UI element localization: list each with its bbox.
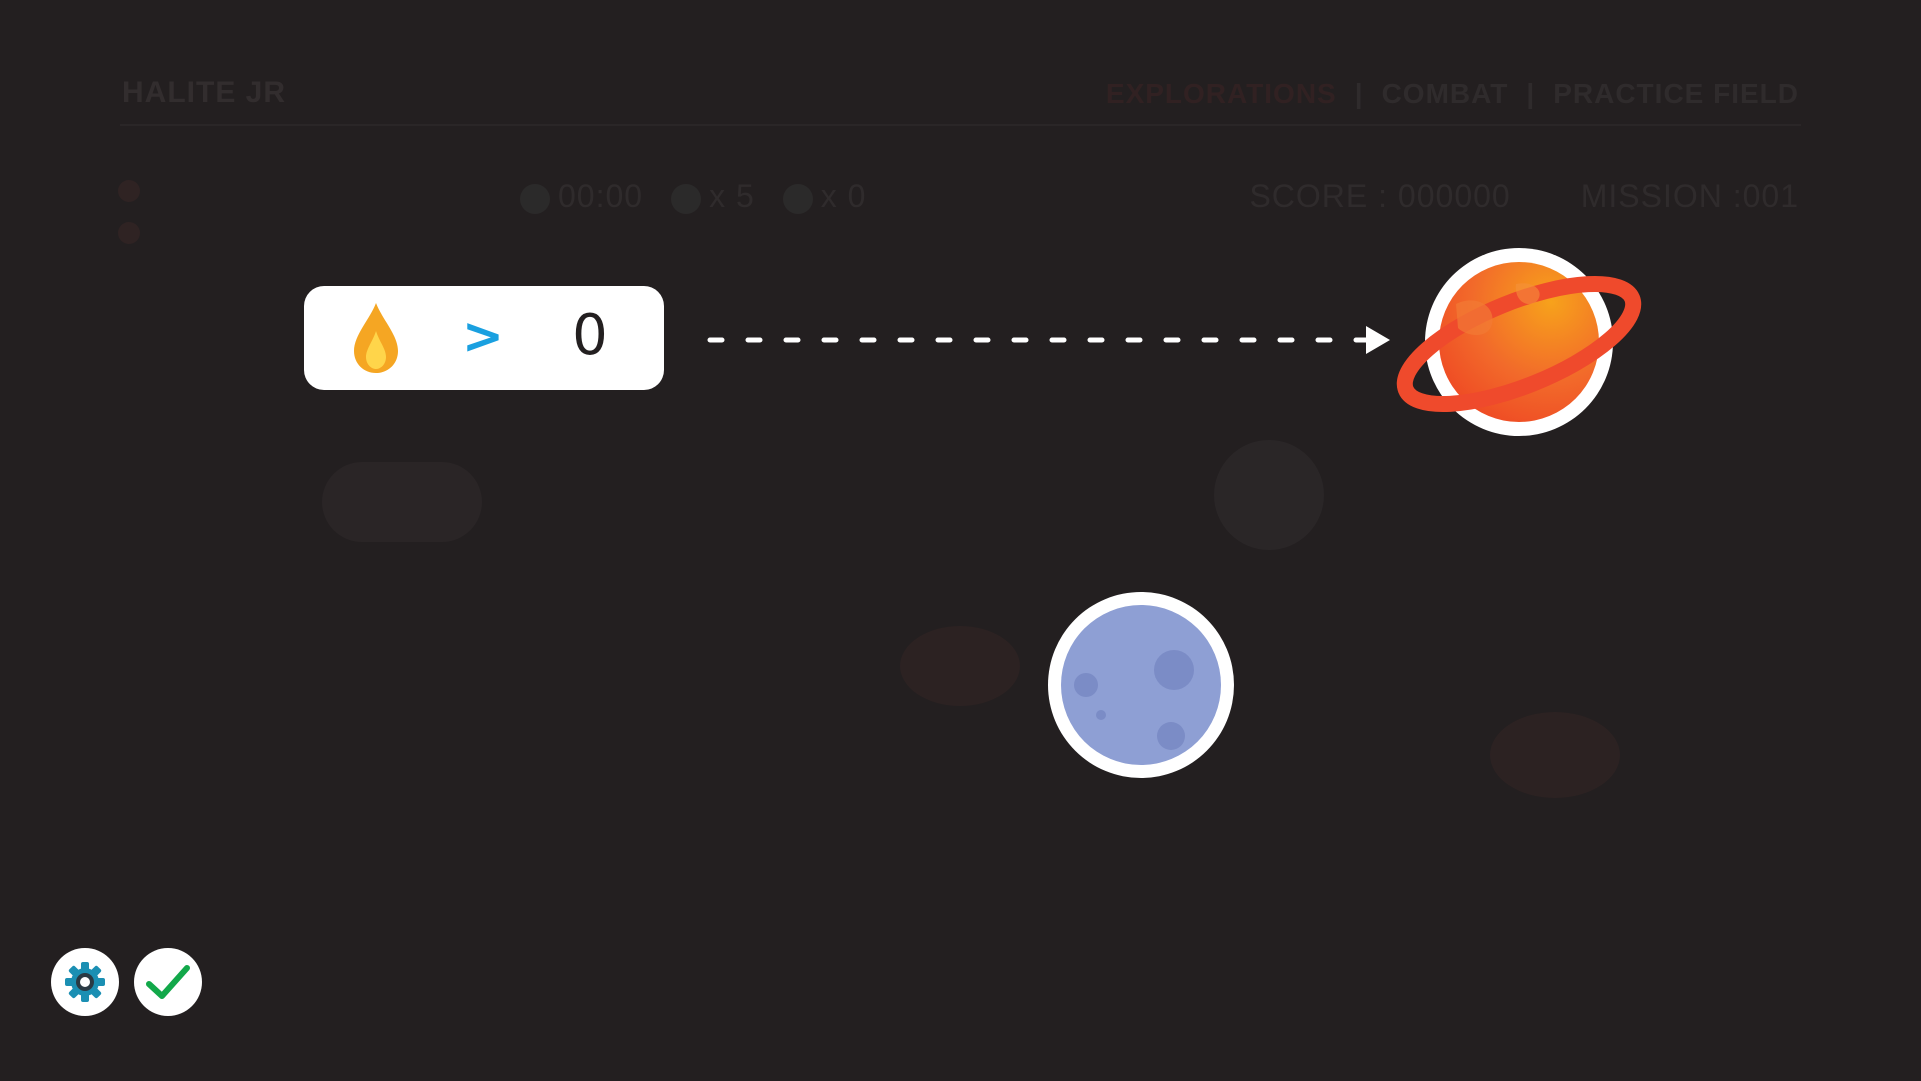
ghost-side-item — [118, 222, 140, 244]
ghost-mission: MISSION :001 — [1580, 178, 1799, 214]
target-planet[interactable] — [1396, 244, 1646, 444]
ghost-score: SCORE : 000000 — [1249, 178, 1511, 214]
checkmark-icon — [146, 965, 190, 999]
ghost-nav-combat: COMBAT — [1381, 78, 1509, 109]
dashed-arrow — [707, 326, 1390, 354]
ghost-planet — [1490, 712, 1620, 798]
settings-button[interactable] — [51, 948, 119, 1016]
confirm-button[interactable] — [134, 948, 202, 1016]
comparison-value[interactable]: 0 — [572, 303, 608, 368]
ghost-nav: EXPLORATIONS | COMBAT | PRACTICE FIELD — [1106, 78, 1799, 110]
ghost-nav-explorations: EXPLORATIONS — [1105, 78, 1337, 109]
ghost-score-bar: SCORE : 000000 MISSION :001 — [1249, 178, 1799, 215]
ghost-nav-separator: | — [1526, 78, 1536, 109]
comparison-operator[interactable]: > — [462, 307, 504, 365]
ghost-stats: 00:00 x 5 x 0 — [520, 178, 866, 215]
ghost-fuel: x 5 — [671, 178, 755, 215]
ghost-ship — [322, 462, 482, 542]
ghost-dot-icon — [118, 180, 140, 202]
gear-icon — [65, 962, 105, 1002]
ghost-nav-separator: | — [1354, 78, 1364, 109]
ship-icon — [782, 183, 813, 214]
ghost-ships: x 0 — [782, 178, 867, 215]
condition-card[interactable] — [304, 286, 664, 390]
ghost-planet — [900, 626, 1020, 706]
ghost-nav-practice: PRACTICE FIELD — [1553, 78, 1799, 109]
moon-planet[interactable] — [1046, 590, 1236, 780]
fuel-drop-icon — [354, 303, 398, 373]
fuel-icon — [671, 183, 702, 214]
ghost-timer: 00:00 — [520, 178, 643, 215]
ghost-dot-icon — [118, 222, 140, 244]
ghost-logo: HALITE JR — [122, 76, 287, 109]
ghost-divider — [120, 124, 1801, 126]
ghost-planet — [1214, 440, 1324, 550]
ghost-side-item — [118, 180, 140, 202]
clock-icon — [520, 183, 550, 214]
